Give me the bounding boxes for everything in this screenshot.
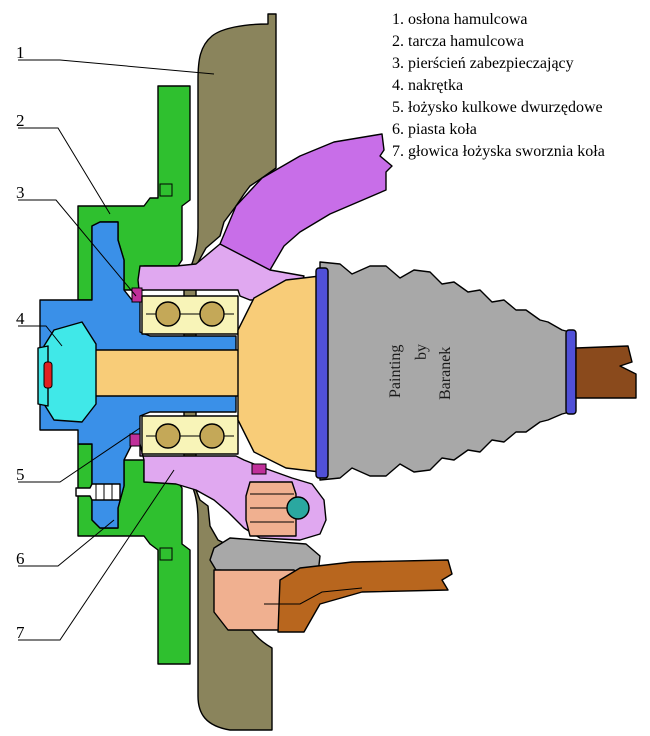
legend-item-5: 5. łożysko kulkowe dwurzędowe [392,99,603,116]
signature-line-1: Painting [387,345,404,398]
legend: 1. osłona hamulcowa 2. tarcza hamulcowa … [392,11,605,160]
signature: Painting by Baranek [387,344,454,400]
boot-clamp-inner [315,267,329,479]
retaining-ring-top [131,287,143,303]
leader-1 [18,59,215,75]
callout-5: 5 [16,465,25,484]
callout-numbers: 1 2 3 4 5 6 7 [16,43,25,642]
callout-leaders [18,59,215,641]
steering-knuckle [137,243,305,301]
callout-3: 3 [16,183,25,202]
retaining-ring-bottom [129,433,141,447]
callout-1: 1 [16,43,25,62]
legend-item-6: 6. piasta koła [392,121,477,138]
legend-item-2: 2. tarcza hamulcowa [392,33,524,50]
callout-4: 4 [16,309,25,328]
leader-7 [18,469,175,641]
leader-3 [18,199,137,297]
tie-rod [277,559,453,633]
disc-mounting-lug-top [159,183,173,197]
callout-2: 2 [16,111,25,130]
legend-item-4: 4. nakrętka [392,77,463,94]
retaining-ring-knuckle [251,463,267,475]
leader-6 [18,519,115,567]
wheel-bolt [75,483,121,501]
leader-4 [18,325,63,347]
nut-crown [37,345,49,407]
ball-bearing-upper [141,295,239,335]
leader-5 [18,427,141,483]
disc-mounting-lug-bottom [159,547,173,561]
leader-2 [18,127,111,215]
brake-shield [183,13,277,731]
callout-6: 6 [16,549,25,568]
ball-bearing-lower [141,415,239,455]
legend-item-7: 7. głowica łożyska sworznia koła [392,143,605,160]
signature-line-2: by [413,344,430,360]
axle-stub-shaft [85,349,243,397]
signature-line-3: Baranek [437,347,454,400]
boot-clamp-outer [565,329,577,415]
cotter-pin [43,361,53,389]
cv-joint-housing [237,275,321,473]
callout-7: 7 [16,623,25,642]
legend-item-1: 1. osłona hamulcowa [392,11,528,28]
ball-joint-pin [286,496,310,520]
tie-rod-end-boot [209,537,321,575]
drive-shaft [575,345,637,399]
legend-item-3: 3. pierścień zabezpieczający [392,55,574,72]
